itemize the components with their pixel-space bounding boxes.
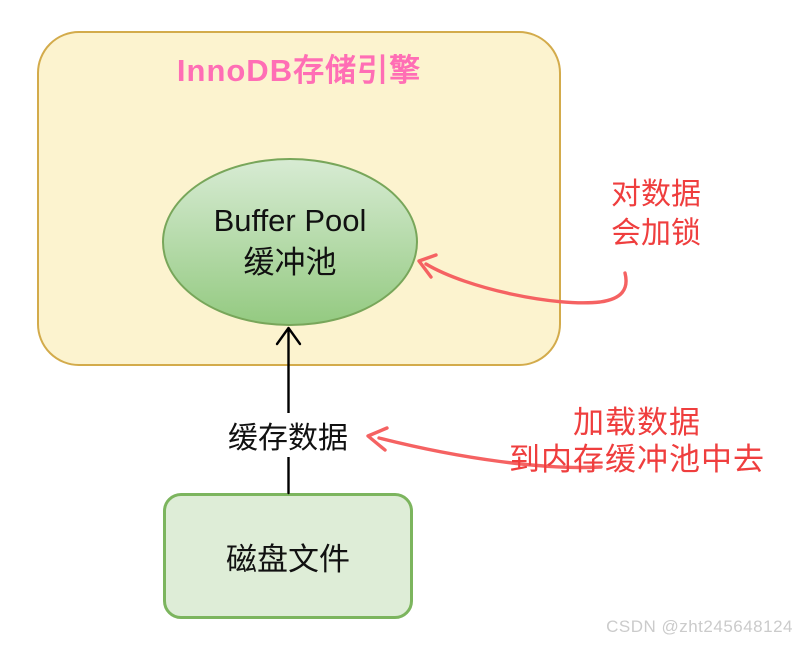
disk-file-node: 磁盘文件	[163, 493, 413, 619]
lock-annotation: 对数据 会加锁	[598, 175, 714, 253]
load-annotation: 加载数据 到内存缓冲池中去	[486, 404, 788, 478]
load-annotation-line2: 到内存缓冲池中去	[509, 442, 765, 477]
innodb-title: InnoDB存储引擎	[176, 53, 422, 88]
lock-annotation-line2: 会加锁	[611, 217, 701, 250]
load-annotation-line1: 加载数据	[573, 405, 701, 440]
csdn-watermark: CSDN @zht245648124	[606, 617, 793, 636]
buffer-pool-label-en: Buffer Pool	[213, 203, 367, 238]
buffer-pool-label-zh: 缓冲池	[243, 245, 337, 280]
cache-data-edge-label: 缓存数据	[225, 413, 351, 457]
buffer-pool-node: Buffer Pool 缓冲池	[162, 158, 418, 326]
lock-annotation-line1: 对数据	[611, 178, 701, 211]
disk-file-label: 磁盘文件	[226, 541, 350, 577]
